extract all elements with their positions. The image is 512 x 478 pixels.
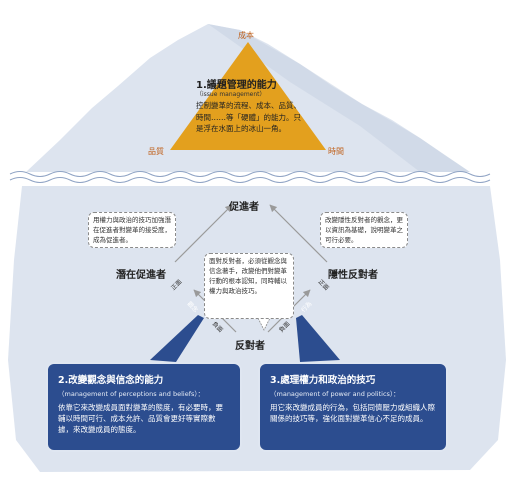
issue-management-subtitle: （issue management） (196, 91, 266, 98)
node-opponent: 反對者 (235, 341, 265, 352)
left-wedge (150, 315, 204, 362)
quality-label: 品質 (148, 147, 164, 156)
box-power-body: 用它來改變成員的行為，包括同儕壓力或組織人際關係的技巧等，強化面對變革信心不足的… (270, 403, 435, 423)
issue-triangle (170, 42, 326, 150)
box-perceptions-subtitle: （management of perceptions and beliefs）： (58, 390, 205, 398)
right-wedge (296, 315, 340, 362)
node-potential-promoter: 潛在促進者 (116, 270, 166, 281)
issue-management-title: 1.議題管理的能力 (196, 80, 277, 91)
box-power-title: 3.處理權力和政治的技巧 (270, 375, 376, 386)
box-power-subtitle: （management of power and politics）： (270, 390, 400, 398)
cost-label: 成本 (238, 31, 254, 40)
node-hidden-opponent: 隱性反對者 (328, 270, 378, 281)
box-perceptions: 2.改變觀念與信念的能力 （management of perceptions … (46, 362, 242, 452)
note-center: 面對反對者，必須從觀念與信念著手，改變他們對變革行動的根本認知，同時輔以權力與政… (204, 253, 294, 319)
time-label: 時間 (328, 147, 344, 156)
box-power-politics: 3.處理權力和政治的技巧 （management of power and po… (258, 362, 448, 452)
issue-management-body: 控制變革的流程、成本、品質、時間……等「硬體」的能力。只是浮在水面上的冰山一角。 (196, 101, 301, 133)
water-line (9, 171, 491, 177)
box-perceptions-title: 2.改變觀念與信念的能力 (58, 375, 164, 386)
note-left: 用權力與政治的技巧加強潛在促進者對變革的接受度，成為促進者。 (88, 212, 176, 248)
box-perceptions-body: 依靠它來改變成員面對變革的態度，有必要時，要輔以時間可行、成本允許、品質會更好等… (58, 403, 223, 434)
node-promoter: 促進者 (229, 202, 259, 213)
note-right: 改變隱性反對者的觀念，更以資訊為基礎，說明變革之可行必要。 (320, 212, 408, 248)
